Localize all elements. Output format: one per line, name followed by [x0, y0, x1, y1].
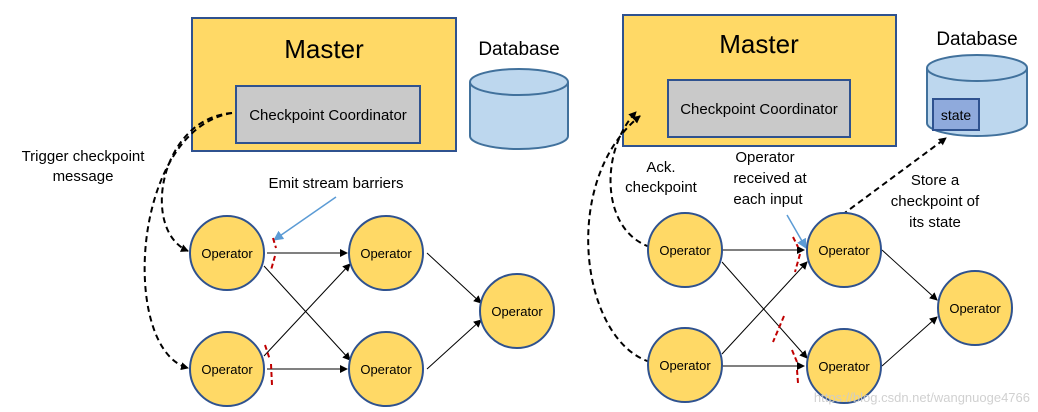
right-barrier-top — [792, 236, 801, 273]
right-edge — [881, 316, 938, 367]
operator-label: Operator — [360, 246, 412, 261]
right-operator-2: Operator — [647, 327, 723, 403]
right-store-label-3: its state — [909, 214, 961, 231]
right-received-label-3: each input — [733, 191, 803, 208]
left-trigger-label-1: Trigger checkpoint — [22, 148, 146, 165]
left-database-label: Database — [478, 39, 559, 60]
left-diagram: Master Checkpoint Coordinator Database T… — [22, 17, 569, 407]
operator-label: Operator — [201, 362, 253, 377]
right-ack-label-1: Ack. — [646, 159, 675, 176]
right-ack-arrow-top — [609, 111, 651, 248]
left-barriers-label: Emit stream barriers — [268, 175, 403, 192]
left-master-label: Master — [284, 34, 364, 64]
operator-label: Operator — [659, 358, 711, 373]
left-trigger-arrow-top — [160, 112, 233, 252]
right-ack-arrow-bottom — [587, 115, 651, 363]
right-master-label: Master — [719, 29, 799, 59]
operator-label: Operator — [659, 243, 711, 258]
left-operator-3: Operator — [348, 215, 424, 291]
right-barrier-mid — [772, 315, 785, 343]
right-barrier-bottom — [791, 349, 799, 384]
operator-label: Operator — [360, 362, 412, 377]
right-store-label-1: Store a — [911, 172, 960, 189]
right-edge — [881, 249, 938, 301]
left-barrier-bottom — [264, 344, 273, 386]
left-database: Database — [469, 39, 569, 150]
right-coordinator-box — [667, 79, 851, 138]
right-operator-3: Operator — [806, 212, 882, 288]
right-diagram: Master Checkpoint Coordinator Database s… — [587, 14, 1028, 404]
right-operator-1: Operator — [647, 212, 723, 288]
left-edge — [426, 319, 482, 370]
left-operator-2: Operator — [189, 331, 265, 407]
right-edge — [721, 261, 808, 359]
right-edge — [721, 261, 808, 355]
right-database: Database state — [926, 29, 1028, 137]
right-operator-5: Operator — [937, 270, 1013, 346]
operator-label: Operator — [818, 243, 870, 258]
operator-label: Operator — [818, 359, 870, 374]
left-barrier-top — [270, 237, 277, 271]
right-ack-label-2: checkpoint — [625, 179, 698, 196]
right-received-label-2: received at — [733, 170, 807, 187]
right-database-label: Database — [936, 29, 1017, 50]
operator-label: Operator — [201, 246, 253, 261]
right-state-box — [932, 98, 980, 131]
left-edge — [263, 265, 351, 361]
left-operator-1: Operator — [189, 215, 265, 291]
left-trigger-label-2: message — [53, 168, 114, 185]
left-trigger-arrow-bottom — [143, 112, 233, 371]
right-operator-4: Operator — [806, 328, 882, 404]
right-received-label-1: Operator — [735, 149, 794, 166]
right-coordinator-label: Checkpoint Coordinator — [680, 101, 838, 118]
right-state-label: state — [941, 107, 972, 123]
left-operator-4: Operator — [348, 331, 424, 407]
left-edge — [263, 263, 351, 357]
left-coordinator-label: Checkpoint Coordinator — [249, 107, 407, 124]
right-store-arrow — [841, 137, 947, 216]
left-edge — [426, 252, 482, 304]
left-barriers-pointer — [273, 196, 337, 241]
right-store-label-2: checkpoint of — [891, 193, 980, 210]
watermark: https://blog.csdn.net/wangnuoge4766 — [814, 390, 1030, 405]
operator-label: Operator — [491, 304, 543, 319]
left-operator-5: Operator — [479, 273, 555, 349]
operator-label: Operator — [949, 301, 1001, 316]
left-coordinator-box — [235, 85, 421, 144]
right-received-pointer — [786, 214, 807, 249]
